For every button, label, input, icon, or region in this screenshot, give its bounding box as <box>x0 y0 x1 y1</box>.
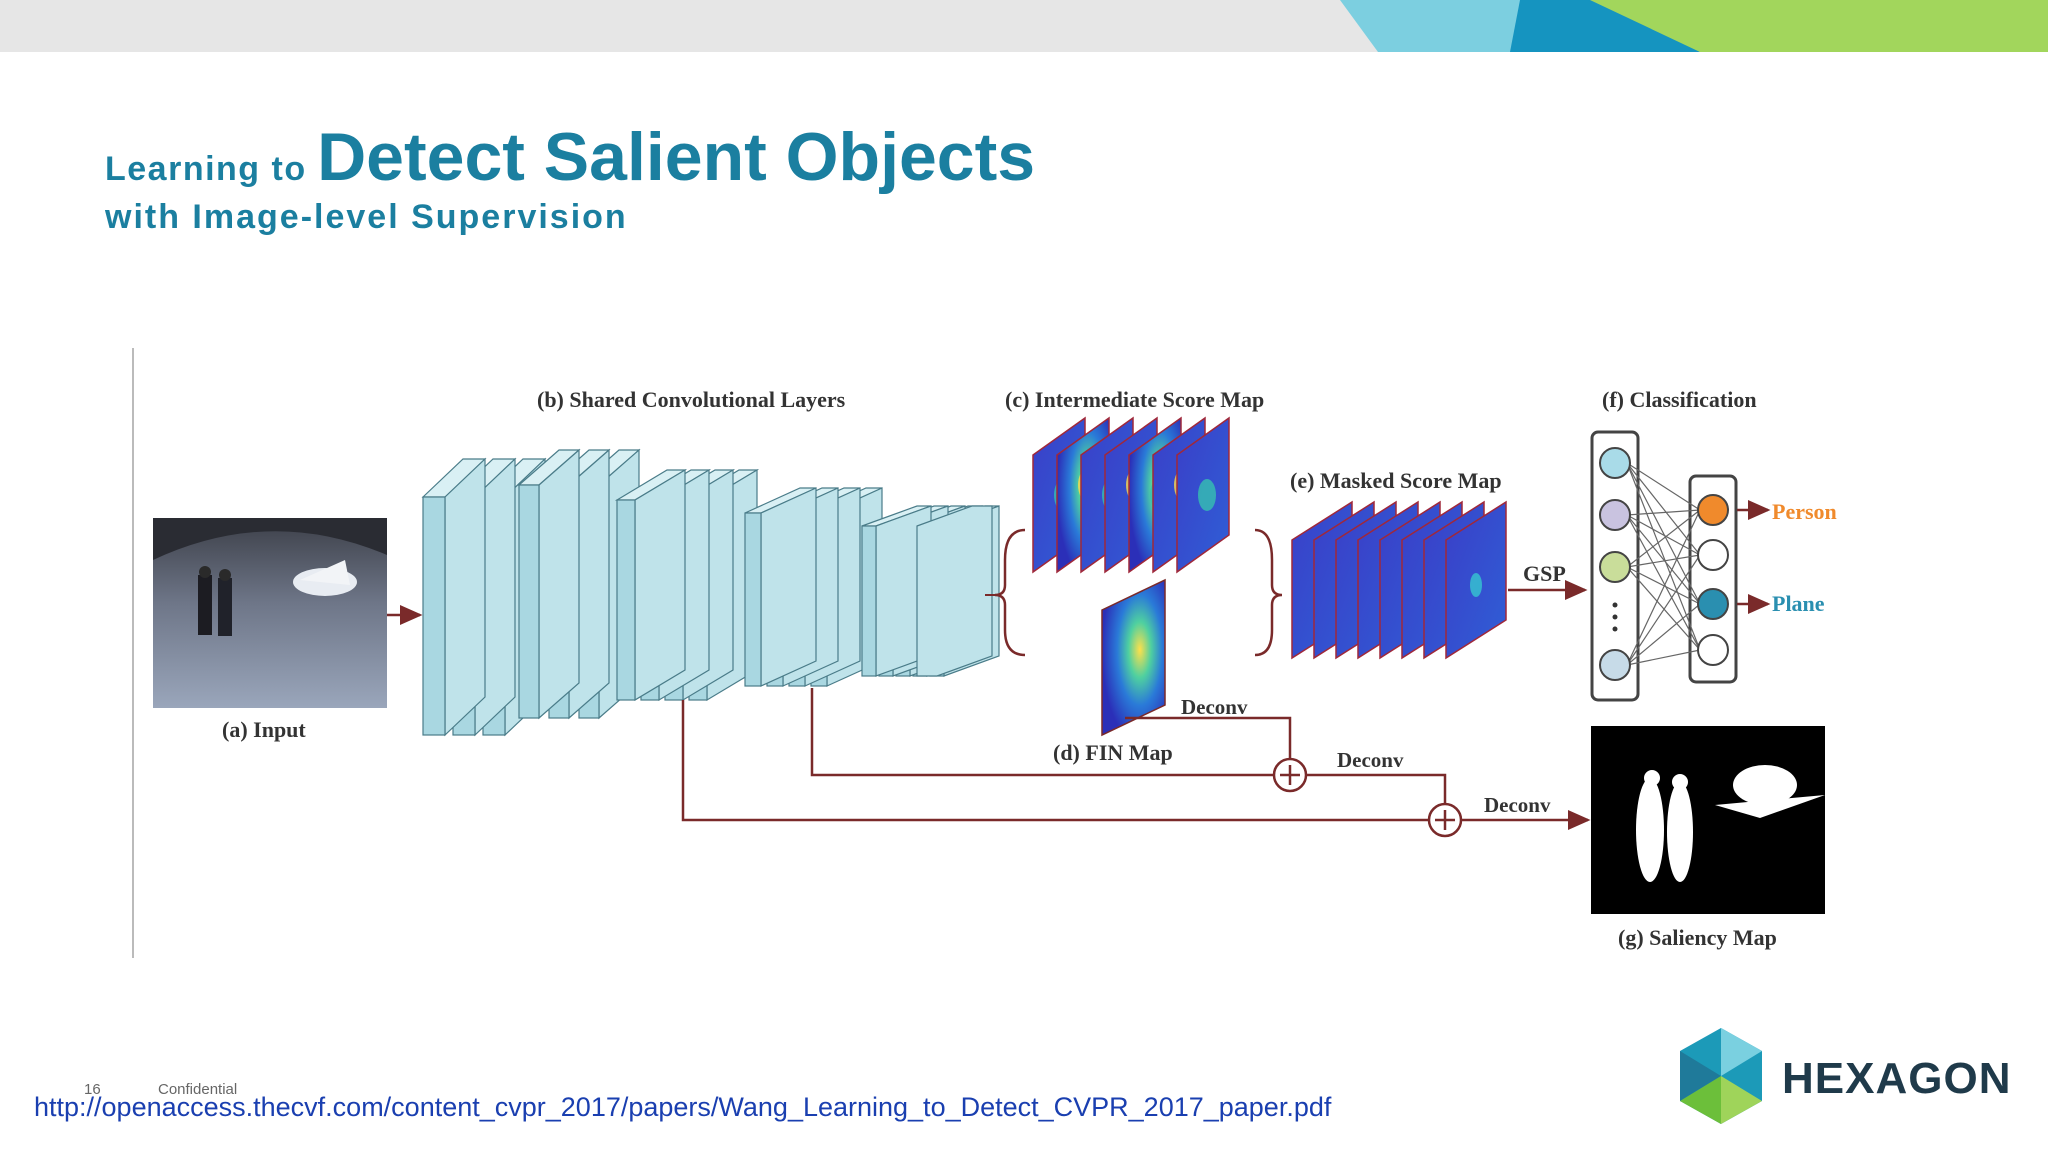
ellipsis-dot <box>1612 614 1618 620</box>
classification-network <box>1590 430 1738 702</box>
page-number: 16 <box>84 1081 101 1098</box>
conv-slab <box>421 457 487 737</box>
fin-map <box>1101 578 1166 737</box>
label-fin: (d) FIN Map <box>1053 740 1173 765</box>
conv-slab-front <box>916 505 993 677</box>
score-map <box>1176 416 1230 574</box>
intermediate-score-maps <box>1032 416 1230 574</box>
input-image <box>153 518 387 708</box>
top-banner <box>0 0 2048 52</box>
masked-score-maps <box>1291 500 1507 660</box>
title-prefix: Learning to <box>105 150 307 188</box>
title-subtitle: with Image-level Supervision <box>105 198 628 236</box>
label-deconv-3: Deconv <box>1484 793 1551 817</box>
label-gsp: GSP <box>1523 561 1566 586</box>
banner-shapes <box>0 0 2048 52</box>
input-node <box>1599 499 1631 531</box>
masked-map <box>1445 500 1507 660</box>
confidential-label: Confidential <box>158 1081 238 1098</box>
output-node <box>1697 539 1729 571</box>
label-input: (a) Input <box>222 717 306 742</box>
input-node <box>1599 447 1631 479</box>
input-node <box>1599 649 1631 681</box>
right-brace <box>1254 528 1283 657</box>
conv-slab <box>614 468 688 702</box>
input-node <box>1599 551 1631 583</box>
slide-title: Learning to Detect Salient Objects with … <box>105 118 1035 237</box>
output-node <box>1697 588 1729 620</box>
sum-node-1 <box>1272 757 1308 793</box>
hexagon-logo-icon <box>1680 1028 1762 1124</box>
label-deconv-1: Deconv <box>1181 695 1248 719</box>
label-masked: (e) Masked Score Map <box>1290 468 1502 493</box>
label-shared: (b) Shared Convolutional Layers <box>537 387 846 412</box>
saliency-map <box>1591 726 1825 914</box>
label-plane: Plane <box>1772 591 1825 616</box>
conv-slab <box>744 487 817 687</box>
output-layer-box <box>1688 474 1738 684</box>
skip-connections <box>681 688 1591 830</box>
label-intermediate: (c) Intermediate Score Map <box>1005 387 1264 412</box>
ellipsis-dot <box>1612 626 1618 632</box>
conv-slab <box>517 448 581 720</box>
shared-conv-layers <box>421 448 1000 737</box>
output-node <box>1697 634 1729 666</box>
paper-link[interactable]: http://openaccess.thecvf.com/content_cvp… <box>34 1092 1332 1122</box>
label-deconv-2: Deconv <box>1337 748 1404 772</box>
label-saliency: (g) Saliency Map <box>1618 925 1777 950</box>
label-classification: (f) Classification <box>1602 387 1757 412</box>
logo-wordmark: HEXAGON <box>1782 1054 2012 1103</box>
sum-node-2 <box>1427 802 1463 838</box>
title-main: Detect Salient Objects <box>317 119 1036 195</box>
ellipsis-dot <box>1612 602 1618 608</box>
output-node <box>1697 494 1729 526</box>
label-person: Person <box>1772 499 1837 524</box>
